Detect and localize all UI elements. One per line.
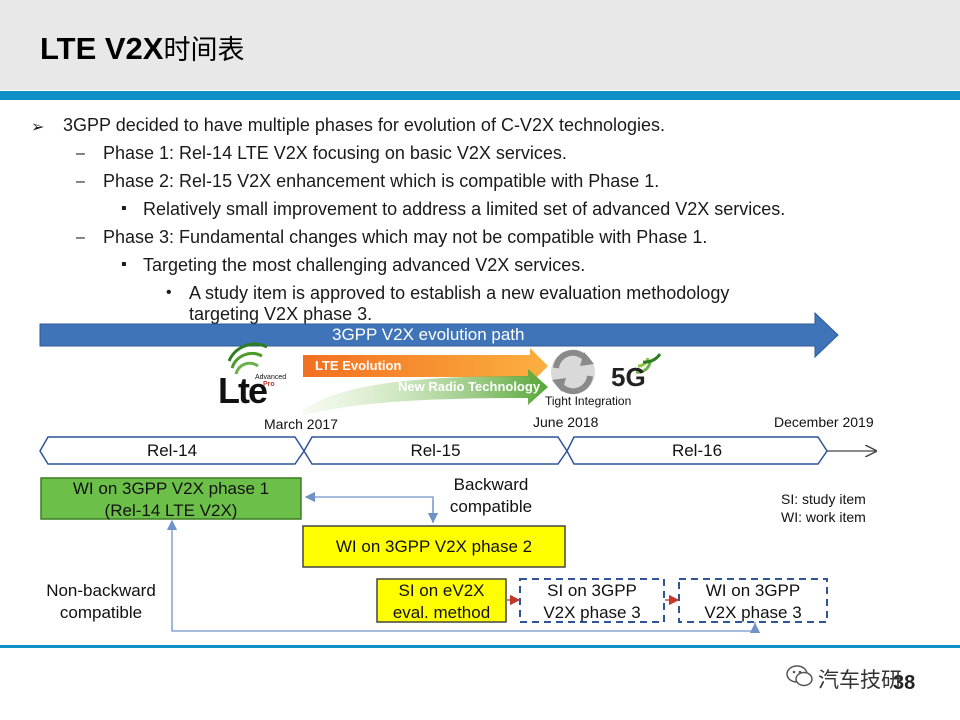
rel14-label: Rel-14 — [146, 441, 198, 460]
non-backward-line2: compatible — [59, 603, 143, 622]
lte-logo-icon — [227, 342, 268, 375]
wi-phase3-line2: V2X phase 3 — [704, 603, 802, 622]
bullet-marker: – — [76, 229, 85, 246]
legend-wi: WI: work item — [781, 509, 866, 525]
wi-phase1-text: WI on 3GPP V2X phase 1 (Rel-14 LTE V2X) — [41, 478, 301, 520]
wi-phase2-text: WI on 3GPP V2X phase 2 — [335, 537, 533, 556]
evolution-path-arrow — [39, 311, 839, 359]
bullet-item: targeting V2X phase 3. — [189, 304, 373, 324]
si-ev2x-line1: SI on eV2X — [398, 581, 485, 600]
date-june-2018: June 2018 — [533, 414, 599, 430]
bullet-item: Phase 2: Rel-15 V2X enhancement which is… — [103, 171, 660, 191]
bullet-item: 3GPP decided to have multiple phases for… — [63, 115, 666, 135]
header-rule — [0, 91, 960, 100]
rel15-label: Rel-15 — [410, 441, 461, 460]
wechat-icon — [786, 665, 813, 687]
bullet-marker: • — [166, 284, 172, 301]
backward-compatible-label: Backward compatible — [430, 474, 552, 518]
si-ev2x-box — [376, 578, 507, 623]
bullet-item: Phase 3: Fundamental changes which may n… — [103, 227, 708, 247]
rel15-segment — [303, 436, 568, 465]
new-radio-label: New Radio Technology — [398, 379, 541, 394]
wi-phase1-line1: WI on 3GPP V2X phase 1 — [72, 479, 270, 498]
bullet-marker: ▪ — [121, 200, 127, 217]
rel16-segment — [566, 436, 828, 465]
lte-evolution-label: LTE Evolution — [315, 358, 402, 373]
wi-phase1-line2: (Rel-14 LTE V2X) — [104, 501, 238, 520]
footer-rule — [0, 645, 960, 648]
wi-phase3-box — [678, 578, 828, 623]
backward-connector — [304, 491, 434, 523]
wi-phase3-line1: WI on 3GPP — [705, 581, 801, 600]
wi-phase1-box — [40, 477, 302, 520]
date-march-2017: March 2017 — [264, 416, 338, 432]
header-band — [0, 0, 960, 90]
watermark-text: 汽车技研 — [818, 669, 902, 692]
tight-integration-label: Tight Integration — [545, 394, 632, 408]
fiveg-logo-icon — [635, 353, 662, 374]
evolution-path-label: 3GPP V2X evolution path — [332, 325, 525, 344]
title-chinese: 时间表 — [163, 35, 245, 66]
si-ev2x-text: SI on eV2X eval. method — [377, 580, 506, 624]
bullet-marker: ▪ — [121, 256, 127, 273]
non-backward-compatible-label: Non-backward compatible — [34, 580, 168, 624]
rel14-segment — [39, 436, 305, 465]
tight-integration-icon — [551, 349, 595, 395]
page-number: 38 — [893, 672, 916, 694]
bullet-item: A study item is approved to establish a … — [189, 283, 730, 303]
bullet-item: Targeting the most challenging advanced … — [143, 255, 586, 275]
bullet-marker: ➢ — [31, 119, 45, 136]
wi-phase2-box — [302, 525, 566, 568]
bullet-marker: – — [76, 145, 85, 162]
title-main: LTE V2X — [40, 31, 164, 66]
bullet-item: Relatively small improvement to address … — [143, 199, 786, 219]
si-phase3-line1: SI on 3GPP — [547, 581, 637, 600]
lte-evolution-arrow — [303, 348, 548, 384]
rel16-label: Rel-16 — [671, 441, 723, 460]
backward-line2: compatible — [449, 497, 533, 516]
lte-logo-advanced: Advanced — [255, 374, 287, 381]
bullet-item: Phase 1: Rel-14 LTE V2X focusing on basi… — [103, 143, 567, 163]
date-december-2019: December 2019 — [774, 414, 874, 430]
slide-title: LTE V2X时间表 — [40, 28, 244, 67]
legend-si: SI: study item — [781, 491, 866, 507]
non-backward-line1: Non-backward — [46, 581, 156, 600]
si-phase3-text: SI on 3GPP V2X phase 3 — [520, 580, 664, 624]
si-ev2x-line2: eval. method — [392, 603, 491, 622]
wi-phase3-text: WI on 3GPP V2X phase 3 — [679, 580, 827, 624]
lte-logo-pro: Pro — [263, 381, 275, 388]
lte-logo-text: Lte — [218, 370, 268, 411]
new-radio-arrow — [303, 369, 548, 416]
backward-line1: Backward — [453, 475, 529, 494]
bullet-marker: – — [76, 173, 85, 190]
fiveg-logo-text: 5G — [611, 362, 646, 392]
si-phase3-line2: V2X phase 3 — [543, 603, 641, 622]
